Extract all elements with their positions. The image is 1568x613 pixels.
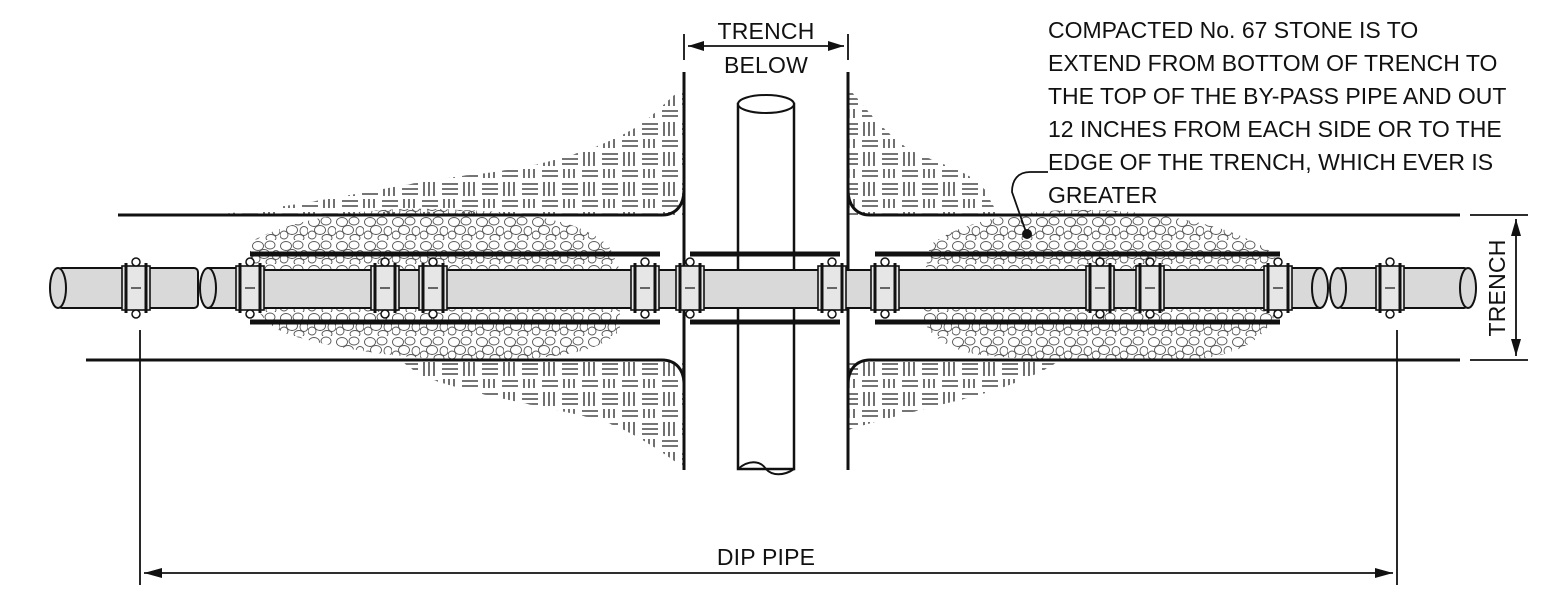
- coupling: [235, 257, 265, 319]
- coupling: [1085, 257, 1115, 319]
- coupling: [1375, 257, 1405, 319]
- soil-backfill-top: [210, 88, 1000, 215]
- trench-width-dimension: [1470, 214, 1528, 361]
- stone-note-line-6: GREATER: [1048, 182, 1157, 208]
- pipe-couplings: [121, 257, 1405, 319]
- stone-note-line-4: 12 INCHES FROM EACH SIDE OR TO THE: [1048, 116, 1502, 142]
- dip-pipe-left-end: [49, 267, 254, 309]
- coupling: [370, 257, 400, 319]
- coupling: [1263, 257, 1293, 319]
- trench-below-label-line1: TRENCH: [717, 18, 814, 44]
- trench-below-label-line2: BELOW: [724, 52, 808, 78]
- trench-below-dimension: [683, 34, 849, 60]
- trench-side-label: TRENCH: [1484, 239, 1510, 336]
- dip-pipe-dimension: [139, 330, 1398, 585]
- stone-note-leader: [1011, 171, 1048, 239]
- coupling: [418, 257, 448, 319]
- stone-note-line-3: THE TOP OF THE BY-PASS PIPE AND OUT: [1048, 83, 1506, 109]
- coupling: [675, 257, 705, 319]
- coupling: [1135, 257, 1165, 319]
- coupling: [870, 257, 900, 319]
- stone-note-line-5: EDGE OF THE TRENCH, WHICH EVER IS: [1048, 149, 1493, 175]
- coupling: [817, 257, 847, 319]
- coupling: [121, 257, 151, 319]
- coupling: [630, 257, 660, 319]
- stone-note-line-1: COMPACTED No. 67 STONE IS TO: [1048, 17, 1418, 43]
- stone-note: COMPACTED No. 67 STONE IS TO EXTEND FROM…: [1048, 17, 1512, 208]
- soil-backfill-bottom: [400, 360, 1060, 468]
- dip-pipe-label: DIP PIPE: [717, 544, 815, 570]
- stone-note-line-2: EXTEND FROM BOTTOM OF TRENCH TO: [1048, 50, 1497, 76]
